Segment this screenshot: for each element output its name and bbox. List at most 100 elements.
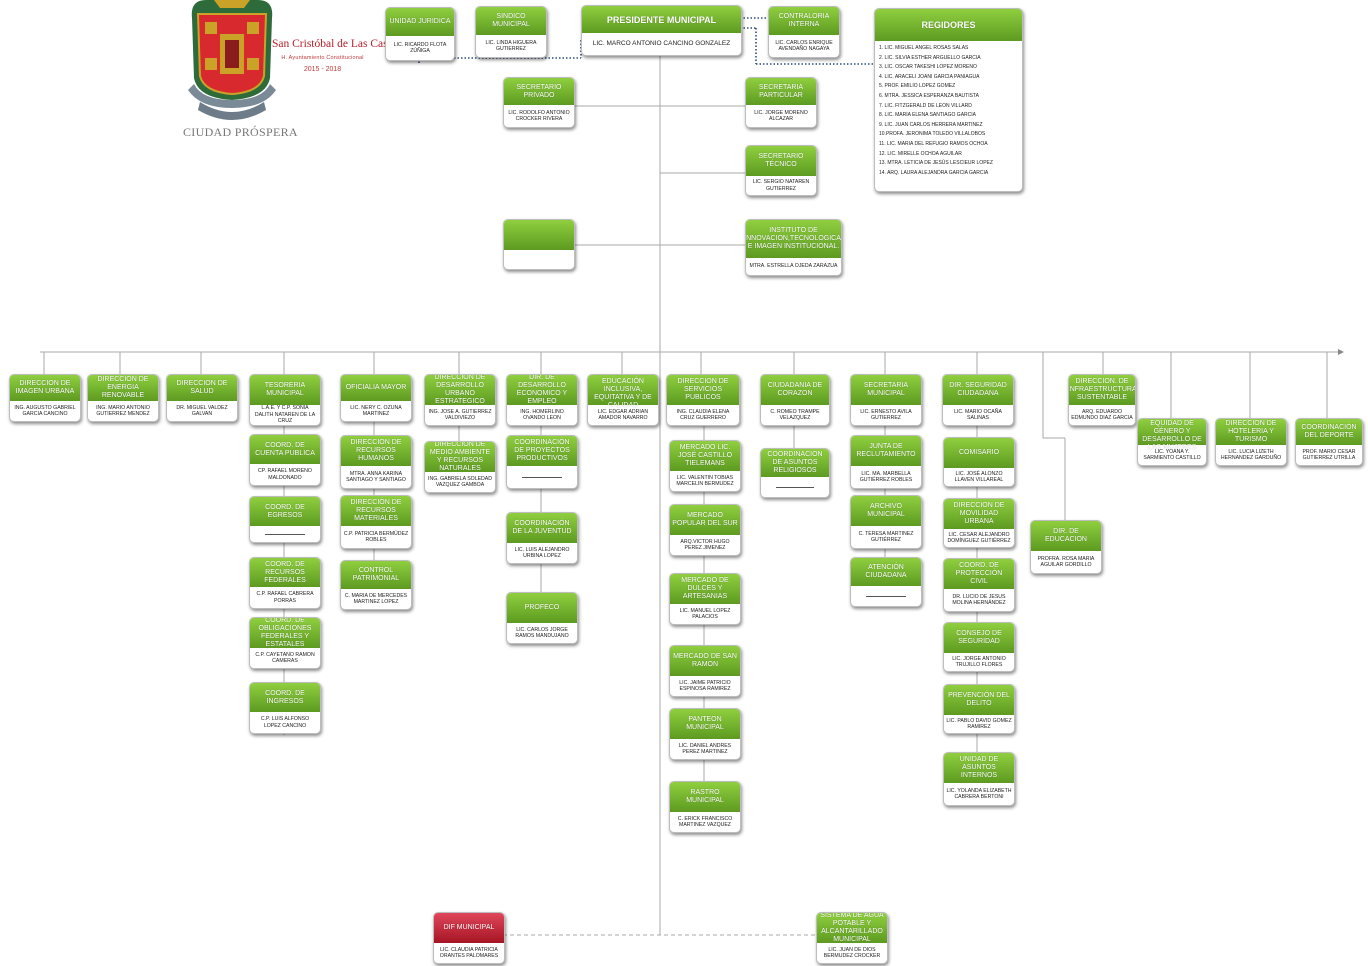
node-regidores[interactable]: REGIDORES 1. LIC. MIGUEL ANGEL ROSAS SAL… bbox=[874, 8, 1023, 192]
node-tesoreria-sub-2[interactable]: COORD. DE EGRESOS bbox=[249, 496, 321, 543]
node-secretario-tecnico[interactable]: SECRETARIO TÉCNICO LIC. SERGIO NATAREN GU… bbox=[745, 145, 817, 196]
council-subtitle: H. Ayuntamiento Constitucional bbox=[281, 55, 364, 61]
node-title: ATENCIÓN CIUDADANA bbox=[851, 558, 921, 586]
node-person: ARQ. EDUARDO EDMUNDO DIAZ GARCIA bbox=[1071, 408, 1133, 421]
node-person bbox=[851, 586, 921, 606]
node-title: JUNTA DE RECLUTAMIENTO bbox=[851, 436, 921, 466]
node-person: LIC. EDGAR ADRIAN AMADOR NAVARRO bbox=[597, 408, 649, 421]
node-direccion-14[interactable]: COORD. DE EQUIDAD DE GÉNERO Y DESARROLLO… bbox=[1137, 418, 1207, 466]
node-title: DIR. DE DESARROLLO ECONOMICO Y EMPLEO bbox=[507, 375, 577, 405]
regidor-item: 11. LIC. MARIA DEL REFUGIO RAMOS OCHOA bbox=[879, 140, 988, 147]
regidor-item: 12. LIC. MIRELLE OCHOA AGUILAR bbox=[879, 150, 962, 157]
node-title: DIR. DE EDUCACION bbox=[1031, 521, 1101, 551]
node-title: PROFECO bbox=[507, 593, 577, 623]
node-person: LIC. YOLANDA ELIZABETH CABRERA BERTONI bbox=[946, 787, 1012, 800]
node-title: SECRETARIO TÉCNICO bbox=[746, 146, 816, 176]
node-agua-potable[interactable]: SISTEMA DE AGUA POTABLE Y ALCANTARILLADO… bbox=[816, 912, 888, 964]
term-years: 2015 - 2018 bbox=[303, 66, 342, 73]
node-title: DIRECCION DE RECURSOS HUMANOS bbox=[341, 436, 411, 466]
node-title: ARCHIVO MUNICIPAL bbox=[851, 496, 921, 526]
node-person: C.P. LUIS ALFONSO LOPEZ CANCINO bbox=[260, 716, 310, 729]
node-title: CONTROL PATRIMONIAL bbox=[341, 561, 411, 589]
node-urbano-sub-1[interactable]: DIRECCIÓN DE MEDIO AMBIENTE Y RECURSOS N… bbox=[424, 441, 496, 493]
node-unidad-coplademe[interactable] bbox=[503, 219, 575, 270]
node-title: SECRETARIA MUNICIPAL bbox=[851, 375, 921, 405]
node-title: DIRECCION DE DESARROLLO URBANO ESTRATEGI… bbox=[425, 375, 495, 405]
node-title: DIRECCIÓN DE EDUCACIÓN INCLUSIVA, EQUITA… bbox=[588, 375, 658, 409]
node-title: DIRECCION DE SERVICIOS PUBLICOS bbox=[667, 375, 739, 405]
node-title: MERCADO POPULAR DEL SUR bbox=[670, 505, 740, 535]
node-secretaria-sub-3[interactable]: ATENCIÓN CIUDADANA bbox=[850, 557, 922, 607]
node-title: DIRECCION DE SALUD bbox=[167, 375, 237, 401]
node-presidente-municipal[interactable]: PRESIDENTE MUNICIPAL LIC. MARCO ANTONIO … bbox=[581, 5, 742, 56]
node-person: ING. JOSE A. GUTIERREZ VALDIVIEZO bbox=[428, 408, 492, 421]
node-title: COORD. DE PROTECCIÓN CIVIL bbox=[944, 559, 1014, 589]
node-title: PREVENCIÓN DEL DELITO bbox=[944, 685, 1014, 715]
node-person: LIC. JUAN DE DIOS BERMUDEZ CROCKER bbox=[823, 946, 881, 959]
node-title: COORDINACIÓN DEL DEPORTE bbox=[1296, 419, 1362, 445]
node-person: LIC. MANUEL LOPEZ PALACIOS bbox=[679, 607, 731, 620]
node-direccion-13[interactable]: DIRECCION. DE INFRAESTRUCTURA SUSTENTABL… bbox=[1068, 374, 1136, 426]
node-person: L.A.E. Y C.P. SONIA DALITH NATAREN DE LA… bbox=[254, 405, 316, 425]
node-title: TESORERIA MUNICIPAL bbox=[250, 375, 320, 405]
regidor-item: 1. LIC. MIGUEL ANGEL ROSAS SALAS bbox=[879, 45, 969, 51]
node-tesoreria-sub-4[interactable]: COORD. DE OBLIGACIONES FEDERALES Y ESTAT… bbox=[249, 617, 321, 669]
node-person: LIC. SERGIO NATAREN GUTIERREZ bbox=[752, 179, 810, 192]
city-coat-of-arms-logo bbox=[188, 0, 276, 120]
node-oficialia-sub-3[interactable]: CONTROL PATRIMONIAL C. MARIA DE MERCEDES … bbox=[340, 560, 412, 610]
node-instituto-innovacion[interactable]: INSTITUTO DE INNOVACION,TECNOLOGICA, E I… bbox=[745, 219, 842, 276]
node-direccion-6[interactable]: DIRECCION DE DESARROLLO URBANO ESTRATEGI… bbox=[424, 374, 496, 426]
node-economico-sub-1[interactable]: COORDINACIÓN DE PROYECTOS PRODUCTIVOS bbox=[506, 435, 578, 489]
node-person: ING. GABRIELA SOLEDAD VAZQUEZ GAMBOA bbox=[428, 475, 492, 488]
node-person: LIC. JOSÉ ALONZO LLAVEN VILLAREAL bbox=[954, 470, 1004, 483]
node-direccion-8[interactable]: DIRECCIÓN DE EDUCACIÓN INCLUSIVA, EQUITA… bbox=[587, 374, 659, 426]
node-title: PRESIDENTE MUNICIPAL bbox=[582, 6, 741, 33]
node-ciudadania-sub-1[interactable]: COORDINACION DE ASUNTOS RELIGIOSOS bbox=[760, 448, 830, 498]
node-person: LIC. VALENTIN TOBIAS MARCELIN BERMUDEZ bbox=[676, 474, 734, 487]
node-person: LIC. CESAR ALEJANDRO DOMÍNGUEZ GUTIÉRREZ bbox=[947, 531, 1011, 544]
node-person: C. MARIA DE MERCEDES MARTINEZ LOPEZ bbox=[344, 592, 408, 605]
node-title: INSTITUTO DE INNOVACION,TECNOLOGICA, E I… bbox=[746, 220, 841, 258]
node-person: LIC. RODOLFO ANTONIO CROCKER RIVERA bbox=[508, 109, 570, 122]
